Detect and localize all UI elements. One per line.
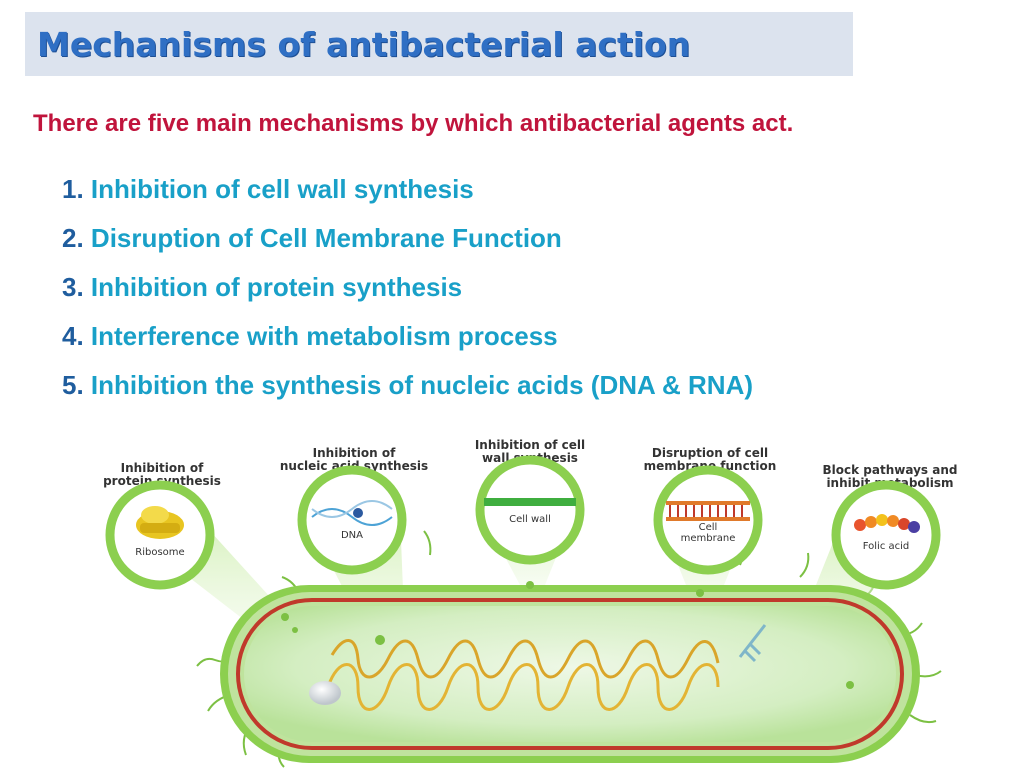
- list-text: Interference with metabolism process: [90, 321, 558, 351]
- page-title: Mechanisms of antibacterial action: [37, 24, 691, 64]
- list-item: 3. Inhibition of protein synthesis: [62, 268, 753, 317]
- target-item-label: DNA: [341, 530, 363, 541]
- bacterial-cell-diagram: Inhibition of protein synthesis Ribosome…: [103, 438, 958, 768]
- target-nucleic-acid-synthesis: Inhibition of nucleic acid synthesis DNA: [280, 446, 428, 575]
- list-item: 2. Disruption of Cell Membrane Function: [62, 219, 753, 268]
- target-membrane-function: Disruption of cell membrane function Cel…: [644, 446, 776, 575]
- target-heading-line1: Inhibition of: [121, 461, 204, 475]
- target-metabolism: Block pathways and inhibit metabolism Fo…: [823, 463, 958, 590]
- inclusion-body: [309, 681, 341, 705]
- mechanism-list: 1. Inhibition of cell wall synthesis 2. …: [62, 170, 753, 415]
- pilus-stub: [738, 624, 767, 663]
- target-item-label: Ribosome: [135, 547, 184, 558]
- folic-acid-icon: [854, 514, 920, 533]
- title-bar: Mechanisms of antibacterial action: [25, 12, 853, 76]
- list-text: Inhibition the synthesis of nucleic acid…: [90, 370, 754, 400]
- list-item: 1. Inhibition of cell wall synthesis: [62, 170, 753, 219]
- list-number: 4.: [62, 321, 84, 351]
- list-item: 5. Inhibition the synthesis of nucleic a…: [62, 366, 753, 415]
- list-number: 1.: [62, 174, 84, 204]
- ribosome-dots: [281, 581, 854, 689]
- ribosome-icon: [136, 506, 184, 539]
- list-number: 3.: [62, 272, 84, 302]
- list-text: Inhibition of cell wall synthesis: [90, 174, 474, 204]
- list-number: 2.: [62, 223, 84, 253]
- target-heading-line1: Block pathways and: [823, 463, 958, 477]
- bacterial-cell: [220, 585, 920, 763]
- list-text: Inhibition of protein synthesis: [90, 272, 463, 302]
- target-cell-wall-synthesis: Inhibition of cell wall synthesis Cell w…: [475, 438, 585, 565]
- target-item-label: Folic acid: [863, 541, 910, 552]
- dna-strand-icon: [311, 500, 393, 526]
- target-heading-line1: Inhibition of: [313, 446, 396, 460]
- target-protein-synthesis: Inhibition of protein synthesis Ribosome: [103, 461, 221, 590]
- membrane-bilayer-icon: [666, 501, 750, 521]
- target-item-label: Cell wall: [509, 514, 551, 525]
- target-item-label-line1: Cell: [699, 522, 718, 533]
- cell-wall-icon: [484, 498, 576, 506]
- intro-text: There are five main mechanisms by which …: [33, 110, 794, 137]
- list-item: 4. Interference with metabolism process: [62, 317, 753, 366]
- target-heading-line1: Disruption of cell: [652, 446, 768, 460]
- dna-coil-icon: [326, 639, 720, 711]
- list-text: Disruption of Cell Membrane Function: [90, 223, 562, 253]
- list-number: 5.: [62, 370, 84, 400]
- target-item-label-line2: membrane: [681, 533, 736, 544]
- target-heading-line1: Inhibition of cell: [475, 438, 585, 452]
